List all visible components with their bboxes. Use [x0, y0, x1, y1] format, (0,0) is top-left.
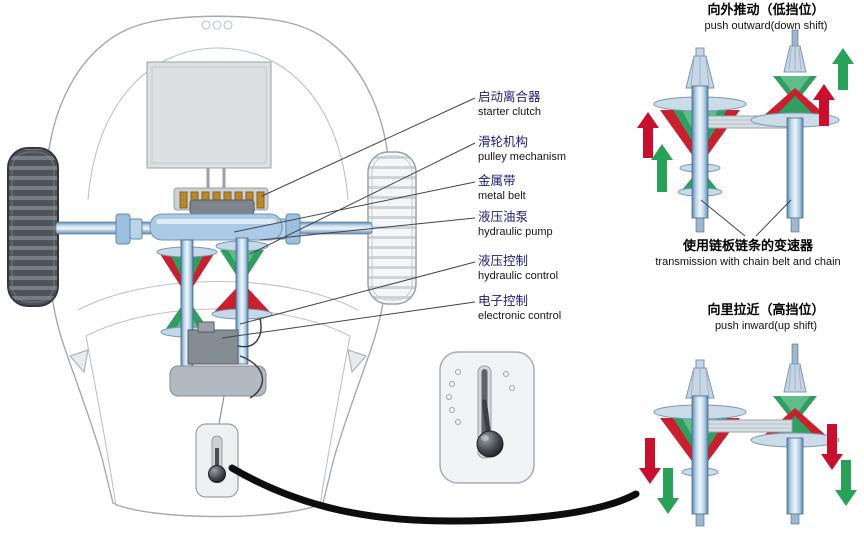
label-starter-clutch-zh: 启动离合器: [478, 90, 541, 104]
shifter-cable: [228, 464, 640, 525]
label-hydraulic-control: 液压控制 hydraulic control: [478, 254, 638, 283]
red-up-arrow-left: [637, 112, 659, 158]
front-left-wheel: [7, 147, 59, 307]
green-down-arrow-right: [835, 460, 857, 506]
label-pulley-mechanism-zh: 滑轮机构: [478, 135, 529, 149]
ecu-box: [187, 329, 239, 365]
down-shift-diagram: [637, 29, 854, 233]
small-shifter-knob: [208, 465, 226, 483]
gear-shifter-inset: [439, 351, 535, 484]
label-hydraulic-control-en: hydraulic control: [478, 269, 559, 282]
label-metal-belt: 金属带 metal belt: [478, 174, 638, 203]
car-top-view: [45, 15, 391, 518]
label-hydraulic-pump-zh: 液压油泵: [478, 210, 529, 224]
big-shifter-knob: [476, 430, 504, 458]
right-mirror-icon: [347, 349, 367, 374]
shift-gate-position-icons: [446, 369, 515, 425]
label-pulley-mechanism-en: pulley mechanism: [478, 150, 567, 163]
label-metal-belt-en: metal belt: [478, 189, 526, 202]
caption-down-shift: 向外推动（低挡位） push outward(down shift): [668, 2, 864, 33]
hood-vent-icons: [201, 20, 233, 30]
caption-chain-note: 使用链板链条的变速器 transmission with chain belt …: [636, 238, 860, 269]
label-electronic-control-en: electronic control: [478, 309, 562, 322]
green-up-arrow-left: [651, 144, 673, 192]
label-metal-belt-zh: 金属带: [478, 174, 516, 188]
red-down-arrow-right: [821, 424, 843, 470]
label-electronic-control: 电子控制 electronic control: [478, 294, 638, 323]
caption-down-shift-en: push outward(down shift): [704, 19, 828, 32]
caption-up-shift: 向里拉近（高挡位） push inward(up shift): [668, 302, 864, 333]
label-starter-clutch-en: starter clutch: [478, 105, 541, 118]
label-pulley-mechanism: 滑轮机构 pulley mechanism: [478, 135, 638, 164]
green-up-arrow-right: [832, 48, 854, 90]
caption-chain-note-en: transmission with chain belt and chain: [655, 255, 841, 268]
label-hydraulic-pump-en: hydraulic pump: [478, 225, 553, 238]
radiator: [146, 61, 272, 169]
gearbox-cylinder: [149, 213, 283, 241]
chain-belt: [697, 419, 793, 433]
label-starter-clutch: 启动离合器 starter clutch: [478, 90, 638, 119]
green-down-arrow-left: [657, 468, 679, 514]
gear-shifter-small: [195, 423, 239, 498]
label-leader-lines: [221, 97, 476, 339]
oil-pan: [169, 365, 267, 397]
caption-up-shift-zh: 向里拉近（高挡位）: [707, 302, 825, 317]
caption-up-shift-en: push inward(up shift): [714, 319, 818, 332]
label-hydraulic-pump: 液压油泵 hydraulic pump: [478, 210, 638, 239]
transmission-assembly: [149, 168, 283, 425]
label-hydraulic-control-zh: 液压控制: [478, 254, 529, 268]
red-up-arrow-right: [813, 84, 835, 126]
caption-down-shift-zh: 向外推动（低挡位）: [707, 2, 825, 17]
secondary-pulley: [211, 237, 273, 365]
red-down-arrow-left: [639, 438, 661, 484]
up-shift-diagram: [639, 343, 857, 527]
left-mirror-icon: [69, 349, 89, 374]
label-electronic-control-zh: 电子控制: [478, 294, 529, 308]
note-pointer-lines: [700, 199, 792, 237]
caption-chain-note-zh: 使用链板链条的变速器: [682, 238, 813, 253]
